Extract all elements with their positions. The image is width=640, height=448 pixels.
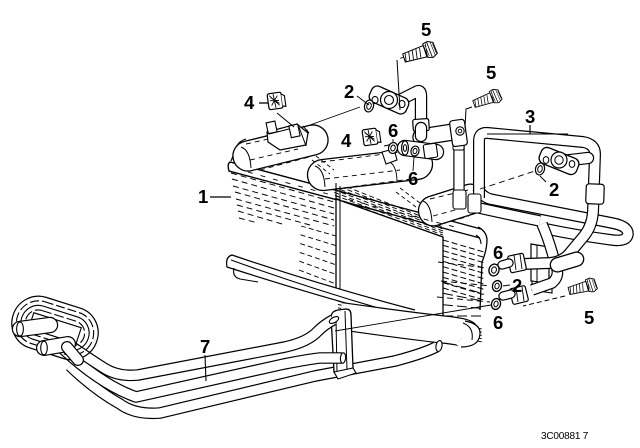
svg-text:4: 4 [244,92,255,113]
svg-text:2: 2 [512,275,522,296]
svg-text:3: 3 [525,106,535,127]
svg-text:5: 5 [584,307,594,328]
svg-text:5: 5 [486,62,496,83]
svg-text:3C00881 7: 3C00881 7 [541,431,589,442]
svg-text:7: 7 [200,336,210,357]
svg-text:2: 2 [344,81,354,102]
svg-text:1: 1 [198,186,208,207]
svg-text:4: 4 [341,130,352,151]
svg-text:6: 6 [493,312,503,333]
svg-text:5: 5 [421,19,431,40]
svg-text:2: 2 [549,179,559,200]
svg-text:6: 6 [388,120,398,141]
svg-text:6: 6 [493,242,503,263]
svg-text:6: 6 [408,168,418,189]
